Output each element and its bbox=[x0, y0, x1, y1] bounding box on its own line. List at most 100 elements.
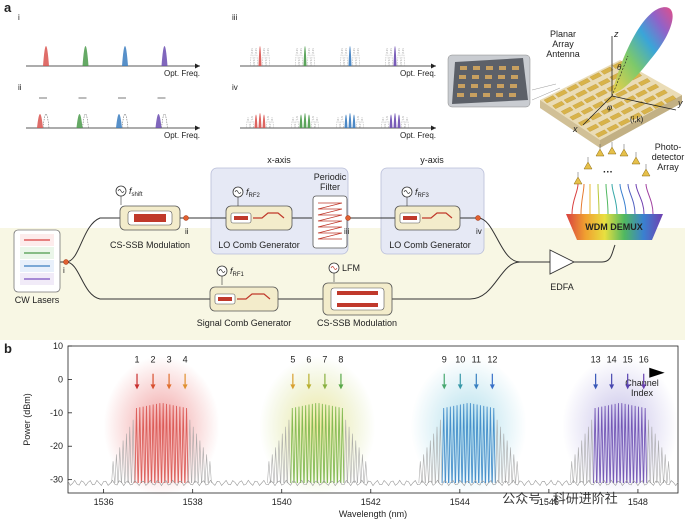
comb-line bbox=[299, 47, 303, 67]
output-fiber bbox=[627, 183, 636, 215]
group-glow bbox=[103, 356, 220, 497]
panel-a-label: a bbox=[4, 0, 12, 15]
photo-element bbox=[473, 66, 480, 70]
channel-label: 12 bbox=[487, 354, 497, 364]
array-element bbox=[572, 101, 585, 109]
comb-line bbox=[344, 47, 348, 67]
node-i-marker bbox=[63, 259, 69, 265]
channel-label: 2 bbox=[151, 354, 156, 364]
comb-line bbox=[353, 440, 358, 483]
comb-line bbox=[258, 113, 262, 128]
array-element bbox=[595, 129, 608, 138]
comb-line bbox=[491, 407, 496, 483]
pd-line1: Photo- bbox=[655, 142, 682, 152]
array-element bbox=[586, 123, 600, 132]
comb-line bbox=[262, 114, 266, 128]
channel-marker-head bbox=[641, 384, 647, 390]
x-axis-label: x-axis bbox=[267, 155, 291, 165]
ellipsis-icon: ··· bbox=[603, 167, 613, 178]
photodetector-icon bbox=[641, 168, 651, 177]
edfa-amplifier bbox=[549, 249, 576, 275]
y-tick-label: 10 bbox=[53, 341, 63, 351]
photodetector-icon bbox=[607, 146, 617, 155]
comb-line bbox=[246, 117, 250, 129]
comb-line bbox=[381, 117, 385, 129]
comb-line bbox=[266, 115, 270, 129]
x-tick-label: 1540 bbox=[272, 497, 292, 507]
photo-element bbox=[483, 93, 490, 97]
subpanel-iii-label: iii bbox=[232, 13, 238, 22]
antenna-title-3: Antenna bbox=[546, 49, 580, 59]
comb-line bbox=[485, 406, 490, 483]
subpanel-iv-arrow bbox=[431, 125, 436, 131]
periodic-filter-label-2: Filter bbox=[320, 182, 340, 192]
comb-line bbox=[356, 47, 360, 67]
comb-line bbox=[389, 47, 393, 67]
photo-element bbox=[458, 84, 465, 88]
comb-line bbox=[307, 114, 311, 128]
group-glow bbox=[562, 356, 679, 497]
lo-comb-generator-1-waveguide bbox=[253, 212, 285, 219]
array-element bbox=[598, 78, 611, 87]
comb-line bbox=[508, 447, 513, 483]
comb-line bbox=[501, 433, 506, 483]
channel-label: 5 bbox=[290, 354, 295, 364]
comb-line bbox=[633, 405, 638, 483]
array-element bbox=[586, 83, 600, 92]
y-axis-label: y-axis bbox=[420, 155, 444, 165]
comb-line bbox=[431, 433, 436, 483]
subpanel-iii-freq-label: Opt. Freq. bbox=[400, 69, 436, 78]
shifted-peak bbox=[155, 114, 162, 128]
comb-line bbox=[293, 407, 298, 483]
comb-line bbox=[656, 440, 661, 483]
comb-line bbox=[117, 447, 122, 483]
channel-label: 9 bbox=[442, 354, 447, 364]
comb-line bbox=[295, 47, 299, 67]
comb-line bbox=[315, 117, 319, 129]
carrier-peak bbox=[161, 46, 168, 66]
channel-label: 16 bbox=[639, 354, 649, 364]
comb-line bbox=[147, 405, 152, 483]
comb-line bbox=[254, 47, 258, 67]
cs-ssb-modulator-2-label: CS-SSB Modulation bbox=[317, 318, 397, 328]
comb-line bbox=[573, 454, 577, 483]
comb-line bbox=[583, 433, 587, 483]
output-fiber bbox=[597, 183, 600, 215]
comb-line bbox=[250, 115, 254, 129]
comb-line bbox=[660, 447, 664, 483]
channel-label: 15 bbox=[623, 354, 633, 364]
subpanel-iv-label: iv bbox=[232, 83, 238, 92]
comb-line bbox=[327, 405, 331, 483]
comb-line bbox=[653, 433, 657, 483]
comb-line bbox=[606, 405, 611, 483]
comb-line bbox=[270, 454, 275, 483]
comb-line bbox=[134, 407, 139, 483]
comb-line bbox=[478, 405, 483, 483]
comb-line bbox=[313, 403, 318, 483]
x-tick-label: 1546 bbox=[539, 497, 559, 507]
channel-label: 3 bbox=[167, 354, 172, 364]
signal-comb-generator-pm-electrode bbox=[218, 297, 232, 301]
array-element bbox=[609, 112, 622, 121]
comb-line bbox=[512, 454, 516, 483]
y-tick-label: 0 bbox=[58, 374, 63, 384]
channel-marker-head bbox=[166, 384, 172, 390]
comb-line bbox=[623, 403, 628, 483]
comb-line bbox=[300, 405, 305, 483]
comb-line bbox=[435, 426, 439, 483]
array-element bbox=[655, 89, 668, 98]
photo-element bbox=[457, 93, 464, 97]
carrier-peak bbox=[43, 46, 49, 66]
comb-line bbox=[613, 403, 618, 483]
output-fiber bbox=[645, 183, 654, 215]
array-element bbox=[580, 106, 594, 115]
comb-line bbox=[360, 117, 364, 129]
x-tick-label: 1538 bbox=[183, 497, 203, 507]
subpanel-ii-arrow bbox=[195, 125, 200, 131]
array-element bbox=[615, 89, 628, 98]
element-label: (i,k) bbox=[630, 115, 644, 124]
node-iii-label: iii bbox=[344, 227, 350, 236]
comb-line bbox=[498, 426, 503, 483]
cs-ssb-modulator-2-arm2 bbox=[337, 303, 378, 307]
comb-line bbox=[311, 47, 315, 67]
